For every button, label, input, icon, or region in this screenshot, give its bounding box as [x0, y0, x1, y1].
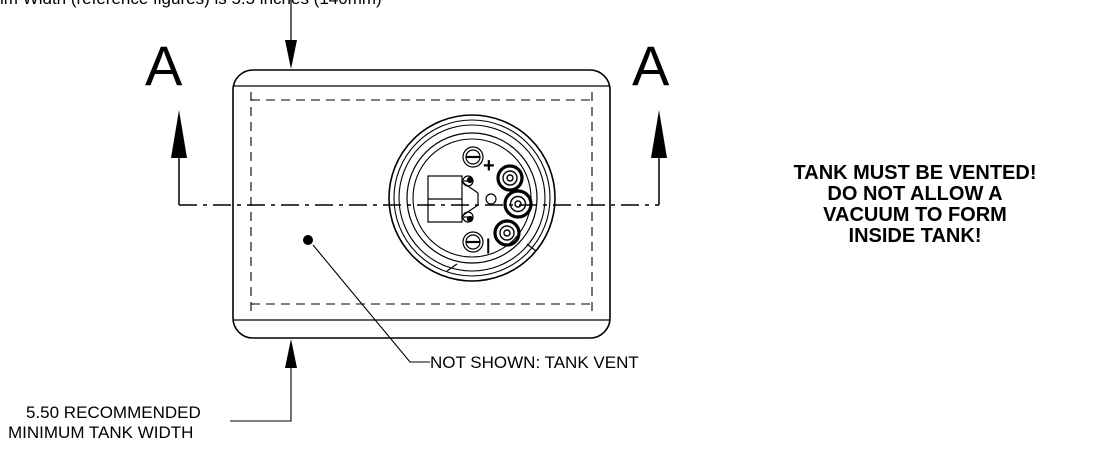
plus-mark: + [483, 155, 495, 177]
contact-pin-middle [503, 189, 533, 219]
vent-leader [303, 235, 430, 363]
vent-callout-label: NOT SHOWN: TANK VENT [430, 353, 639, 372]
contact-pin-top [496, 164, 524, 192]
tank-outline [232, 69, 611, 339]
bottom-dimension-label-2: MINIMUM TANK WIDTH [8, 423, 194, 442]
terminal-screw-left [462, 175, 474, 223]
connector-assembly: + | [388, 114, 556, 282]
section-arrow-right [651, 110, 667, 158]
section-arrow-left [171, 110, 187, 158]
terminal-screw-bottom [462, 231, 484, 253]
contact-pin-bottom [493, 219, 521, 247]
vent-warning: TANK MUST BE VENTED! DO NOT ALLOW A VACU… [740, 163, 1090, 247]
section-line [178, 156, 660, 206]
warning-line-4: INSIDE TANK! [848, 225, 982, 247]
wire-clamp [427, 175, 479, 223]
section-label-right: A [632, 34, 670, 97]
terminal-screw-top [462, 146, 484, 168]
warning-line-1: TANK MUST BE VENTED! [793, 162, 1037, 184]
minus-mark: | [486, 237, 490, 254]
section-label-left: A [145, 34, 183, 97]
warning-line-3: VACUUM TO FORM [823, 204, 1007, 226]
bottom-dimension-arrow [230, 339, 297, 422]
top-dimension-note: im Width (reference figures) is 5.5 inch… [0, 0, 382, 8]
hidden-lines [250, 92, 593, 312]
top-dimension-arrow [285, 0, 297, 69]
bottom-dimension-label-1: 5.50 RECOMMENDED [26, 403, 201, 422]
warning-line-2: DO NOT ALLOW A [827, 183, 1003, 205]
